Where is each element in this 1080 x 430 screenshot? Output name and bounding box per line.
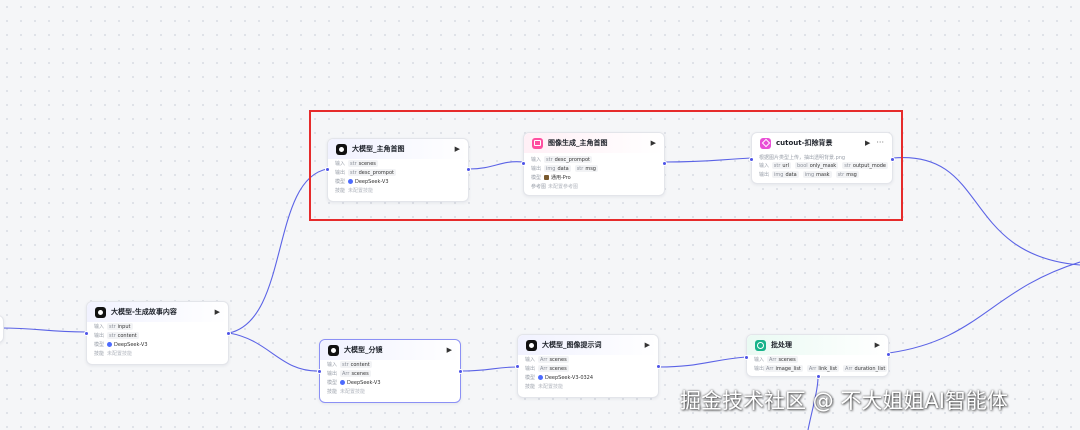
more-icon[interactable]: ··· — [876, 138, 884, 147]
run-icon[interactable]: ▶ — [644, 341, 650, 349]
node-title: 批处理 — [771, 341, 792, 349]
run-icon[interactable]: ▶ — [214, 308, 220, 316]
output-port[interactable] — [458, 369, 463, 374]
edge-storyboard-to-image-prompt — [460, 366, 518, 372]
loop-port[interactable] — [816, 374, 821, 379]
model-label: DeepSeek-V3 — [107, 342, 148, 348]
model-label: DeepSeek-V3 — [348, 179, 389, 185]
node-title: cutout-扣除背景 — [776, 139, 833, 147]
edge-batch-to-right — [888, 261, 1080, 354]
input-port[interactable] — [84, 331, 89, 336]
edge-left-to-story — [0, 327, 87, 333]
plugin-icon — [760, 137, 771, 149]
deepseek-icon — [348, 179, 353, 184]
output-port[interactable] — [662, 161, 667, 166]
watermark-text: 掘金技术社区 @ 不大姐姐AI智能体 — [680, 389, 1008, 413]
input-port[interactable] — [325, 167, 330, 172]
edge-image-prompt-to-batch — [658, 356, 747, 368]
run-icon[interactable]: ▶ — [446, 346, 452, 354]
llm-icon — [336, 143, 347, 155]
llm-icon — [526, 339, 537, 351]
image-gen-icon — [532, 137, 543, 149]
skill-value: 未配置技能 — [348, 188, 374, 194]
run-icon[interactable]: ▶ — [650, 139, 656, 147]
input-port[interactable] — [521, 161, 526, 166]
run-icon[interactable]: ▶ — [454, 145, 460, 153]
deepseek-icon — [340, 380, 345, 385]
node-title: 图像生成_主角首图 — [548, 139, 608, 147]
output-port[interactable] — [226, 331, 231, 336]
output-port[interactable] — [466, 167, 471, 172]
llm-icon — [95, 306, 106, 318]
input-port[interactable] — [749, 157, 754, 162]
node-title: 大模型-生成故事内容 — [111, 308, 177, 316]
run-icon[interactable]: ▶ — [864, 139, 871, 147]
input-port[interactable] — [744, 355, 749, 360]
skill-value: 未配置技能 — [538, 384, 564, 390]
node-title: 大模型_分镜 — [344, 346, 383, 354]
input-port[interactable] — [317, 369, 322, 374]
skill-value: 未配置技能 — [340, 389, 366, 395]
batch-icon — [755, 339, 766, 351]
reference-value: 未配置参考图 — [548, 184, 579, 190]
model-label: DeepSeek-V3 — [340, 380, 381, 386]
node-partial-left[interactable] — [0, 315, 4, 343]
node-title: 大模型_主角首图 — [352, 145, 405, 153]
edge-story-to-storyboard — [228, 332, 320, 372]
llm-icon — [328, 344, 339, 356]
node-description: 根据图片类型上传，抽出透明背景.png — [759, 154, 846, 161]
node-cutout[interactable]: cutout-扣除背景 ▶ ··· 根据图片类型上传，抽出透明背景.png 输入… — [749, 132, 895, 184]
skill-value: 未配置技能 — [107, 351, 133, 357]
output-port[interactable] — [890, 157, 895, 162]
deepseek-icon — [538, 375, 543, 380]
model-icon — [544, 175, 549, 180]
model-label: 通用-Pro — [544, 174, 571, 181]
input-port[interactable] — [515, 364, 520, 369]
output-port[interactable] — [656, 364, 661, 369]
run-icon[interactable]: ▶ — [874, 341, 880, 349]
edge-cutout-to-right — [892, 157, 1080, 266]
node-title: 大模型_图像提示词 — [542, 341, 602, 349]
output-port[interactable] — [886, 352, 891, 357]
model-label: DeepSeek-V3-0324 — [538, 375, 593, 381]
highlight-box — [309, 110, 903, 221]
deepseek-icon — [107, 342, 112, 347]
